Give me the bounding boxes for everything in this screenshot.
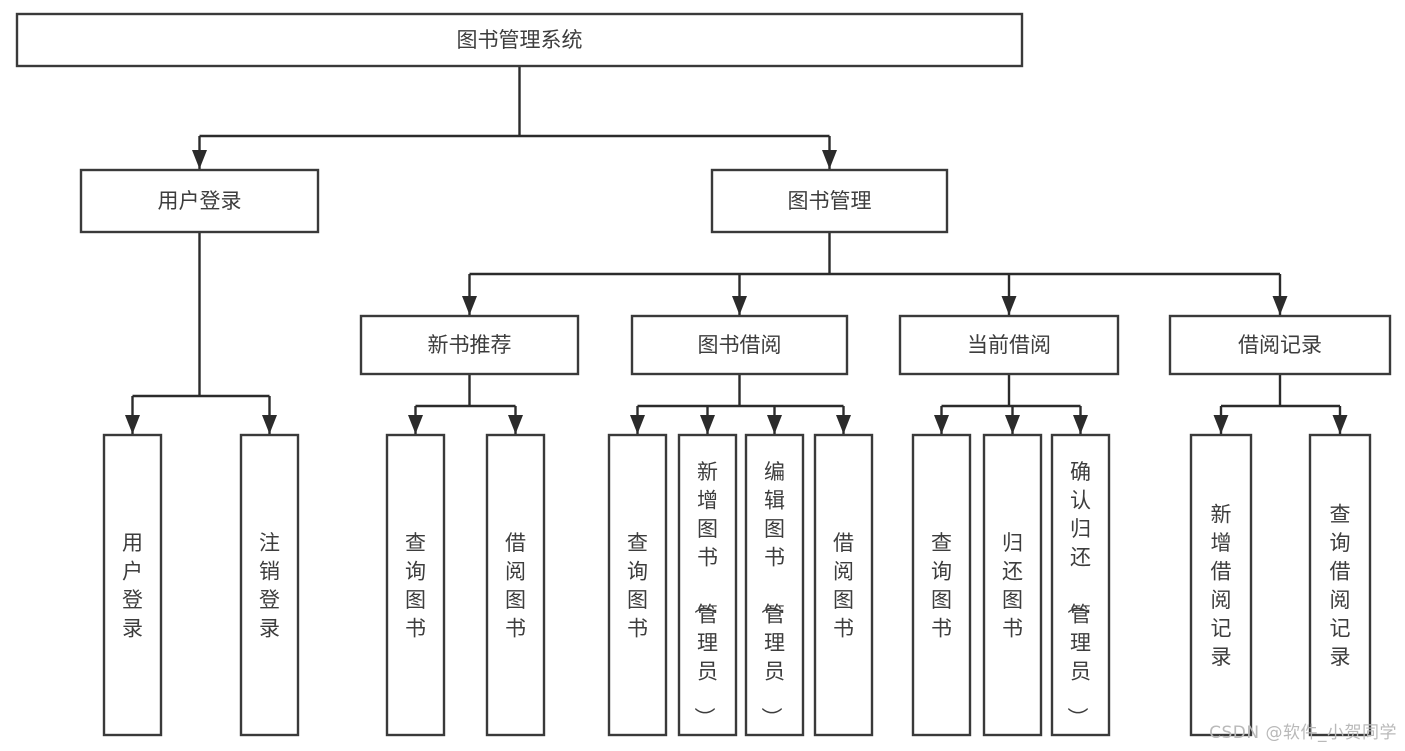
arrow-head-icon (836, 415, 851, 434)
node-box[interactable] (1168, 314, 1392, 376)
leaf-node-0[interactable]: 用户登录 (102, 433, 163, 737)
node-label: 借阅图书 (505, 531, 526, 641)
leaf-node-4[interactable]: 查询图书 (607, 433, 668, 737)
leaf-node-8[interactable]: 查询图书 (911, 433, 972, 737)
arrow-head-icon (700, 415, 715, 434)
arrow-head-icon (732, 296, 747, 315)
leaf-node-10[interactable]: 确认归还（管理员） (1050, 433, 1111, 737)
node-box[interactable] (79, 168, 320, 234)
node-box[interactable] (911, 433, 972, 737)
leaf-node-7[interactable]: 借阅图书 (813, 433, 874, 737)
root-node-book-management-system[interactable]: 图书管理系统 (15, 12, 1024, 68)
node-label: 新书推荐 (428, 333, 512, 357)
node-box[interactable] (239, 433, 300, 737)
level3-node-0[interactable]: 新书推荐 (359, 314, 580, 376)
leaf-node-3[interactable]: 借阅图书 (485, 433, 546, 737)
arrow-head-icon (192, 150, 207, 169)
arrow-head-icon (462, 296, 477, 315)
node-box[interactable] (744, 433, 805, 737)
leaf-node-5[interactable]: 新增图书（管理员） (677, 433, 738, 737)
node-label: 新增图书（管理员） (692, 460, 718, 728)
node-box[interactable] (102, 433, 163, 737)
arrow-head-icon (1272, 296, 1288, 315)
node-label: 图书借阅 (698, 333, 782, 357)
node-label: 用户登录 (122, 531, 143, 641)
node-box[interactable] (385, 433, 446, 737)
node-box[interactable] (607, 433, 668, 737)
node-box[interactable] (677, 433, 738, 737)
arrow-head-icon (1073, 415, 1088, 434)
node-label: 确认归还（管理员） (1065, 460, 1091, 728)
node-label: 归还图书 (1002, 531, 1023, 641)
arrow-head-icon (408, 415, 423, 434)
leaf-node-6[interactable]: 编辑图书（管理员） (744, 433, 805, 737)
node-label: 查询借阅记录 (1330, 503, 1351, 670)
node-label: 查询图书 (405, 531, 426, 641)
arrow-head-icon (1332, 415, 1348, 434)
node-label: 查询图书 (627, 531, 648, 641)
node-box[interactable] (898, 314, 1120, 376)
node-label: 编辑图书（管理员） (759, 460, 785, 728)
level3-node-2[interactable]: 当前借阅 (898, 314, 1120, 376)
arrow-head-icon (508, 415, 523, 434)
leaf-node-2[interactable]: 查询图书 (385, 433, 446, 737)
leaf-node-9[interactable]: 归还图书 (982, 433, 1043, 737)
arrow-head-icon (262, 415, 277, 434)
arrow-head-icon (934, 415, 949, 434)
node-box[interactable] (813, 433, 874, 737)
node-box[interactable] (1308, 433, 1372, 737)
node-box[interactable] (485, 433, 546, 737)
node-box[interactable] (982, 433, 1043, 737)
arrow-head-icon (1213, 415, 1229, 434)
arrow-head-icon (767, 415, 782, 434)
level2-node-0[interactable]: 用户登录 (79, 168, 320, 234)
node-label: 借阅图书 (833, 531, 854, 641)
arrow-head-icon (1001, 296, 1017, 315)
node-box[interactable] (1050, 433, 1111, 737)
arrow-head-icon (630, 415, 645, 434)
node-box[interactable] (710, 168, 949, 234)
node-label: 注销登录 (259, 531, 280, 641)
leaf-node-1[interactable]: 注销登录 (239, 433, 300, 737)
leaf-node-11[interactable]: 新增借阅记录 (1189, 433, 1253, 737)
node-box[interactable] (1189, 433, 1253, 737)
level3-node-3[interactable]: 借阅记录 (1168, 314, 1392, 376)
node-box[interactable] (359, 314, 580, 376)
leaf-node-12[interactable]: 查询借阅记录 (1308, 433, 1372, 737)
node-label: 新增借阅记录 (1211, 503, 1232, 670)
node-label: 当前借阅 (967, 333, 1051, 357)
node-box[interactable] (630, 314, 849, 376)
arrow-head-icon (822, 150, 837, 169)
arrow-head-icon (125, 415, 140, 434)
arrow-head-icon (1005, 415, 1020, 434)
node-label: 图书管理 (788, 189, 872, 213)
node-label: 查询图书 (931, 531, 952, 641)
csdn-watermark: CSDN @软件_小贺同学 (1209, 723, 1397, 743)
node-label: 用户登录 (158, 189, 242, 213)
level3-node-1[interactable]: 图书借阅 (630, 314, 849, 376)
node-label: 借阅记录 (1238, 333, 1322, 357)
level2-node-1[interactable]: 图书管理 (710, 168, 949, 234)
node-box[interactable] (15, 12, 1024, 68)
node-label: 图书管理系统 (457, 28, 583, 52)
